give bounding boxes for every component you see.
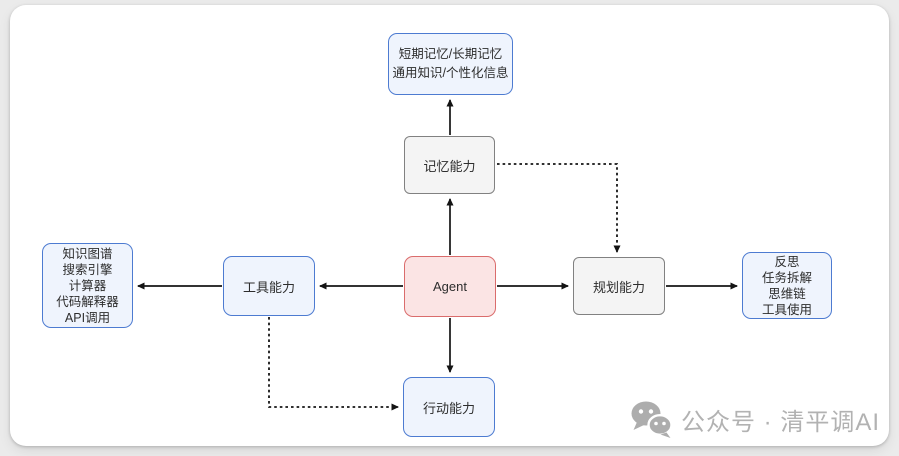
node-label: 工具能力 — [242, 279, 295, 295]
node-memory-details: 短期记忆/长期记忆 通用知识/个性化信息 — [388, 33, 513, 95]
tools-detail-line: 代码解释器 — [56, 294, 119, 309]
wechat-icon — [631, 401, 672, 438]
node-label: 规划能力 — [592, 279, 645, 295]
tools-detail-line: API调用 — [64, 310, 111, 325]
node-planning-capability: 规划能力 — [573, 257, 665, 315]
node-label: Agent — [433, 279, 467, 294]
node-action-capability: 行动能力 — [403, 377, 495, 437]
node-agent: Agent — [404, 256, 496, 317]
planning-detail-line: 思维链 — [768, 286, 806, 301]
node-tools-details: 知识图谱 搜索引擎 计算器 代码解释器 API调用 — [42, 243, 133, 328]
node-label: 记忆能力 — [423, 158, 476, 174]
node-tools-capability: 工具能力 — [223, 256, 315, 316]
planning-detail-line: 工具使用 — [761, 302, 812, 317]
planning-detail-line: 反思 — [774, 254, 800, 269]
tools-detail-line: 搜索引擎 — [62, 262, 113, 277]
tools-detail-line: 知识图谱 — [62, 246, 113, 261]
memory-detail-line: 短期记忆/长期记忆 — [398, 46, 503, 61]
node-label: 行动能力 — [422, 400, 475, 416]
memory-detail-line: 通用知识/个性化信息 — [392, 66, 509, 80]
watermark: 公众号 · 清平调AI — [630, 398, 880, 440]
node-planning-details: 反思 任务拆解 思维链 工具使用 — [742, 252, 832, 319]
watermark-text: 公众号 · 清平调AI — [681, 408, 881, 436]
planning-detail-line: 任务拆解 — [761, 270, 812, 285]
node-memory-capability: 记忆能力 — [404, 136, 495, 194]
tools-detail-line: 计算器 — [68, 278, 107, 293]
